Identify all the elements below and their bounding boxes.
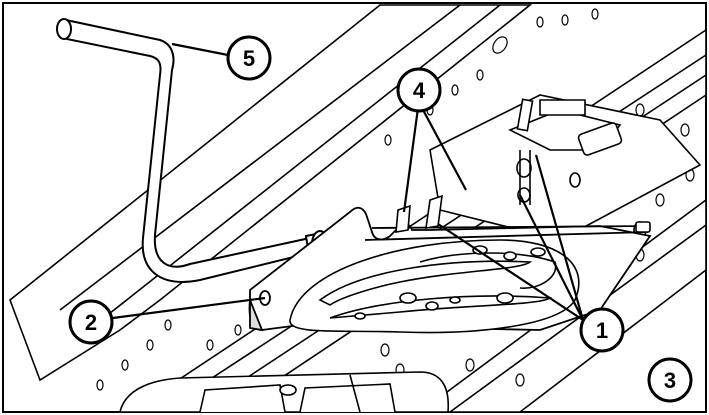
leader-1a xyxy=(534,154,585,321)
leader-4a xyxy=(402,107,420,213)
callout-2: 2 xyxy=(68,299,114,345)
callout-3: 3 xyxy=(647,357,693,403)
locking-pins xyxy=(395,98,651,233)
callout-1: 1 xyxy=(579,307,625,353)
callout-label-1: 1 xyxy=(596,318,608,343)
callout-label-4: 4 xyxy=(413,78,426,103)
swivel-plate xyxy=(289,239,580,334)
leader-lines xyxy=(112,42,585,321)
leader-1c xyxy=(519,194,584,321)
leader-2 xyxy=(112,296,266,320)
leader-4b xyxy=(421,107,467,191)
leader-5 xyxy=(171,42,229,57)
callout-4: 4 xyxy=(396,67,442,113)
callout-label-3: 3 xyxy=(664,368,676,393)
callout-5: 5 xyxy=(226,35,272,81)
leader-1b xyxy=(437,223,584,321)
lower-component xyxy=(118,371,449,413)
callout-label-2: 2 xyxy=(85,310,97,335)
callout-label-5: 5 xyxy=(243,46,255,71)
